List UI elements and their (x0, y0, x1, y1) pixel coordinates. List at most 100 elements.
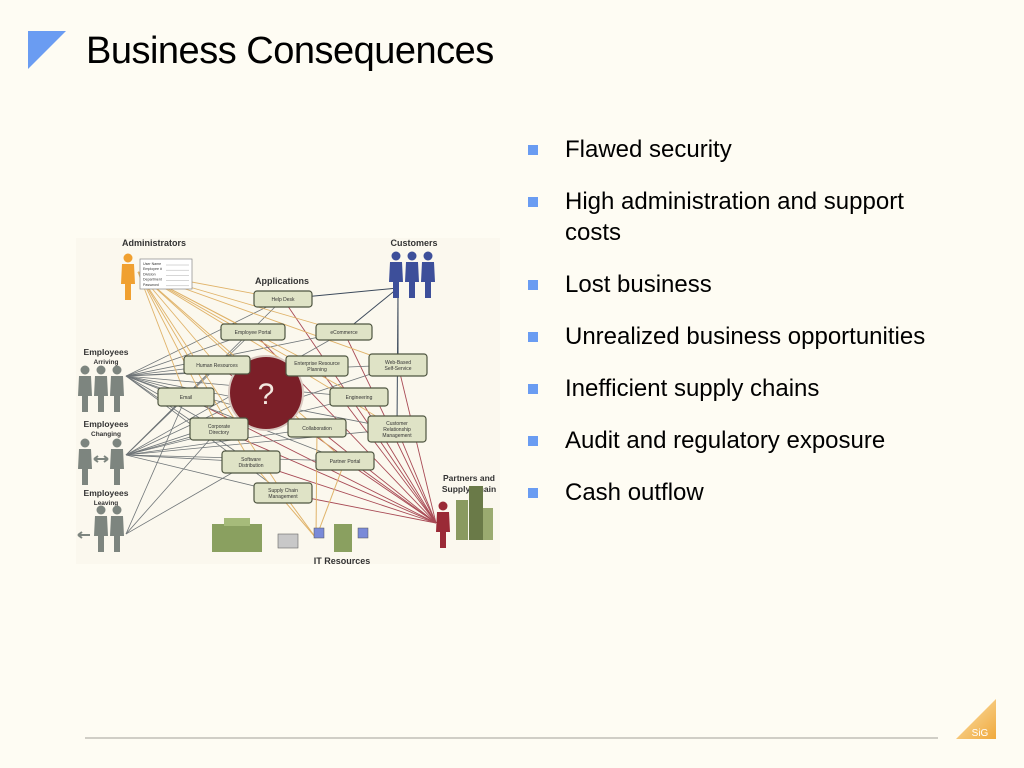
computer-monitor (357, 527, 369, 539)
employee-leaving-person-icon (94, 505, 108, 552)
server-rack (212, 524, 262, 552)
app-box-label: Relationship (383, 427, 411, 433)
app-box-partner-portal: Partner Portal (315, 451, 375, 471)
bullet-square-icon (528, 488, 538, 498)
person-body (405, 262, 419, 298)
employee-connection (125, 298, 284, 377)
bullet-square-icon (528, 436, 538, 446)
app-box-label: Software (241, 457, 261, 463)
form-field-label: Department (143, 278, 162, 282)
printer (277, 533, 299, 549)
bullet-text: Unrealized business opportunities (565, 323, 926, 350)
person-body (436, 512, 450, 548)
employee-connection (125, 396, 187, 456)
app-box-rect (253, 290, 313, 308)
app-box-label: Distribution (238, 463, 263, 469)
it-connection (315, 427, 318, 539)
sig-logo: SiG (956, 699, 996, 739)
employee-arriving-person-icon (78, 365, 92, 412)
person-head (80, 365, 90, 375)
building-rect (483, 508, 493, 540)
person-head (123, 253, 133, 263)
server-rack-top (224, 518, 250, 526)
person-body (421, 262, 435, 298)
app-box-rect (368, 353, 428, 377)
app-box-rect (189, 417, 249, 441)
bullet-item: Flawed security (528, 134, 948, 165)
app-box-label: Help Desk (271, 297, 295, 303)
employees-changing-label: Employees (84, 419, 129, 429)
employees-arriving-sublabel: Arriving (94, 359, 119, 366)
employee-leaving-person-icon (110, 505, 124, 552)
app-box-label: Directory (209, 430, 230, 436)
person-head (80, 438, 90, 448)
person-body (110, 449, 124, 485)
app-box-label: Corporate (208, 424, 230, 430)
person-head (423, 251, 433, 261)
app-box-rect (183, 355, 251, 375)
app-box-label: Employee Portal (235, 330, 272, 336)
app-box-rect (315, 451, 375, 471)
partner-connection (316, 427, 437, 524)
person-body (78, 449, 92, 485)
employees-changing-sublabel: Changing (91, 431, 121, 438)
employee-changing-person-icon (110, 438, 124, 485)
app-box-rect (367, 415, 427, 443)
leaving-arrow-icon (77, 531, 90, 539)
slide-title: Business Consequences (86, 30, 494, 72)
bullet-square-icon (528, 197, 538, 207)
partner-connection (396, 428, 437, 524)
employee-changing-person-icon (78, 438, 92, 485)
customer-person-icon (389, 251, 403, 298)
it-resources-label: IT Resources (314, 556, 371, 564)
bullet-text: Cash outflow (565, 479, 704, 506)
partner-connection (218, 428, 437, 524)
bullet-text: Inefficient supply chains (565, 375, 820, 402)
bullet-item: Lost business (528, 269, 948, 300)
person-body (110, 376, 124, 412)
app-box-rect (285, 355, 349, 377)
swap-arrow-icon (93, 455, 109, 463)
customer-person-icon (405, 251, 419, 298)
administrators-label: Administrators (122, 238, 186, 248)
partner-person-icon (436, 501, 450, 548)
person-head (112, 505, 122, 515)
footer-divider (85, 737, 938, 739)
bullet-item: Inefficient supply chains (528, 373, 948, 404)
corner-triangle-icon (28, 31, 66, 69)
form-card-rect (139, 258, 193, 290)
app-box-rect (157, 387, 215, 407)
building-rect (469, 486, 483, 540)
bullet-item: Unrealized business opportunities (528, 321, 948, 352)
bullet-item: Cash outflow (528, 477, 948, 508)
employee-arriving-person-icon (110, 365, 124, 412)
app-box-email: Email (157, 387, 215, 407)
app-box-label: Enterprise Resource (294, 361, 340, 367)
app-box-label: Engineering (346, 395, 373, 401)
employee-connection (125, 428, 220, 535)
person-body (121, 264, 135, 300)
person-head (96, 505, 106, 515)
app-box-label: Email (180, 395, 193, 401)
partner-connection (282, 298, 437, 524)
form-field-label: Employee # (143, 267, 162, 271)
person-body (389, 262, 403, 298)
app-box-engineering: Engineering (329, 387, 389, 407)
partner-connection (250, 461, 437, 524)
app-box-label: eCommerce (330, 330, 357, 336)
person-body (94, 376, 108, 412)
app-box-label: Customer (386, 421, 408, 427)
person-body (110, 516, 124, 552)
bullet-square-icon (528, 384, 538, 394)
app-box-rect (253, 482, 313, 504)
form-field-label: Division (143, 272, 156, 276)
bullet-text: High administration and support costs (565, 188, 904, 246)
unknown-hub-label: ? (258, 378, 275, 411)
bullet-square-icon (528, 280, 538, 290)
app-box-label: Management (268, 494, 298, 500)
app-box-label: Management (382, 433, 412, 439)
